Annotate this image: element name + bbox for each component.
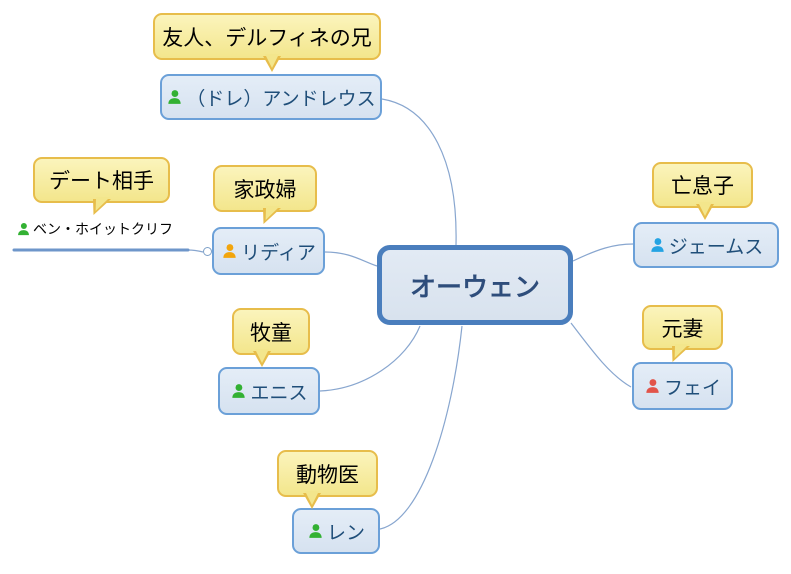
node-label: （ドレ）アンドレウス	[186, 87, 376, 110]
node-ennis[interactable]: エニス	[218, 367, 320, 415]
node-label: ベン・ホイットクリフ	[33, 222, 173, 238]
callout-andreus[interactable]: 友人、デルフィネの兄	[153, 13, 381, 72]
callout-label: デート相手	[49, 169, 154, 193]
node-andreus[interactable]: （ドレ）アンドレウス	[160, 74, 382, 120]
node-label: ジェームス	[668, 235, 764, 258]
callout-label: 友人、デルフィネの兄	[162, 25, 372, 50]
callout-label: 家政婦	[233, 177, 297, 202]
connector-root-james	[572, 243, 634, 262]
node-label: エニス	[250, 381, 308, 404]
node-fay[interactable]: フェイ	[632, 362, 733, 410]
person-icon	[18, 222, 29, 235]
node-len[interactable]: レン	[292, 508, 380, 554]
person-icon	[309, 523, 322, 538]
callout-tail	[253, 349, 271, 367]
callout-label: 元妻	[661, 316, 704, 341]
callout-fay[interactable]: 元妻	[642, 305, 723, 362]
connector-lydia-ben	[187, 249, 204, 253]
connector-andreus-root	[381, 98, 457, 246]
connector-ennis-root	[319, 325, 421, 392]
node-label: リディア	[241, 241, 316, 264]
callout-tail	[263, 54, 281, 72]
callout-lydia[interactable]: 家政婦	[213, 165, 317, 224]
callout-ennis[interactable]: 牧童	[232, 308, 310, 367]
person-icon	[651, 237, 664, 252]
callout-label: 亡息子	[671, 174, 734, 198]
callout-tail	[303, 491, 321, 509]
callout-len[interactable]: 動物医	[277, 450, 378, 509]
callout-tail	[696, 202, 714, 220]
node-label: レン	[326, 521, 365, 544]
connector-root-fay	[570, 322, 632, 388]
node-label: フェイ	[663, 376, 721, 399]
node-lydia[interactable]: リディア	[212, 227, 325, 275]
node-label: オーウェン	[409, 272, 540, 303]
callout-label: 牧童	[250, 320, 292, 345]
person-icon	[168, 89, 182, 104]
node-ben[interactable]: ベン・ホイットクリフ	[16, 219, 173, 239]
collapse-toggle[interactable]	[203, 247, 212, 256]
connector-lydia-root	[324, 251, 378, 267]
callout-label: 動物医	[296, 462, 359, 487]
node-root[interactable]: オーウェン	[377, 245, 573, 325]
node-james[interactable]: ジェームス	[633, 222, 779, 268]
callout-ben[interactable]: デート相手	[33, 157, 170, 215]
person-icon	[223, 243, 236, 258]
person-icon	[232, 383, 246, 398]
person-icon	[646, 378, 659, 393]
connector-len-root	[379, 325, 463, 530]
callout-james[interactable]: 亡息子	[652, 162, 753, 220]
